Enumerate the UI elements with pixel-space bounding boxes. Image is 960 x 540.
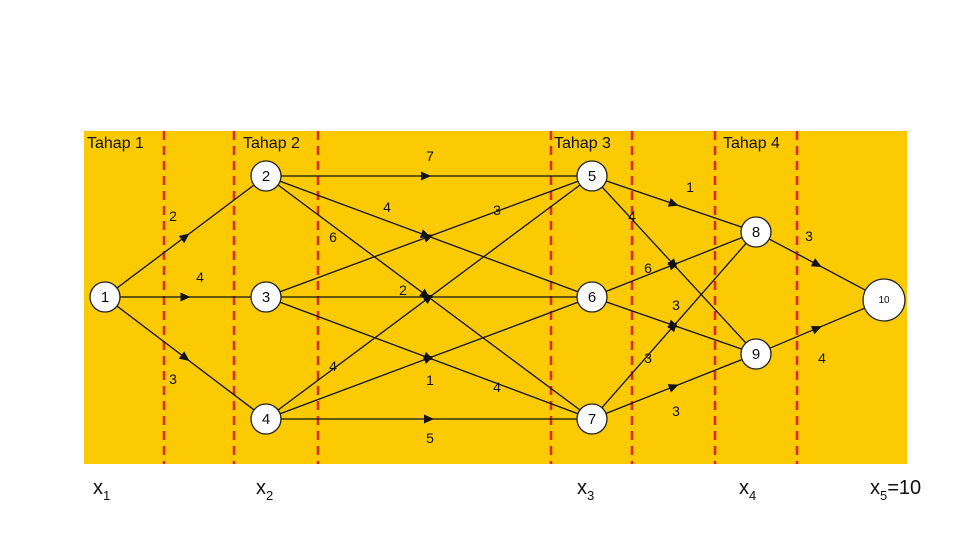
node-label: 4 xyxy=(262,411,270,428)
arrow-head xyxy=(424,414,434,424)
edge-weight-5-8: 1 xyxy=(686,179,694,195)
edge-weight-5-9: 4 xyxy=(628,208,636,224)
variable-base: x xyxy=(577,477,587,499)
edges xyxy=(116,171,866,424)
variable-subscript: 5 xyxy=(880,488,887,503)
edge-weight-1-4: 3 xyxy=(169,371,177,387)
edge-weight-7-8: 3 xyxy=(644,350,652,366)
variable-label-x1: x1 xyxy=(93,477,110,503)
node-circle xyxy=(576,403,608,435)
node-circle xyxy=(740,338,772,370)
node-2: 2 xyxy=(250,160,282,192)
edge-weight-2-6: 4 xyxy=(383,199,391,215)
edge-weight-1-3: 4 xyxy=(196,269,204,285)
node-circle xyxy=(862,278,906,322)
edge-weight-9-10: 4 xyxy=(818,350,826,366)
node-7: 7 xyxy=(576,403,608,435)
node-5: 5 xyxy=(576,160,608,192)
node-circle xyxy=(250,281,282,313)
node-6: 6 xyxy=(576,281,608,313)
arrow-head xyxy=(422,234,434,243)
arrow-head xyxy=(421,171,432,181)
edge-weight-4-7: 5 xyxy=(426,430,434,446)
node-4: 4 xyxy=(250,403,282,435)
arrow-head xyxy=(667,384,679,393)
variable-subscript: 1 xyxy=(103,488,110,503)
variable-label-x2: x2 xyxy=(256,477,273,503)
node-label: 6 xyxy=(588,289,596,306)
node-label: 10 xyxy=(878,295,890,306)
node-3: 3 xyxy=(250,281,282,313)
variable-base: x xyxy=(256,477,266,499)
stage-labels: Tahap 1 Tahap 2 Tahap 3 Tahap 4 xyxy=(87,135,780,152)
variable-subscript: 4 xyxy=(749,488,756,503)
stage-label-2: Tahap 2 xyxy=(243,135,300,152)
variable-label-x3: x3 xyxy=(577,477,594,503)
edge-weight-3-6: 2 xyxy=(399,282,407,298)
arrow-head xyxy=(178,233,190,244)
node-circle xyxy=(576,281,608,313)
node-label: 5 xyxy=(588,168,596,185)
variable-suffix: =10 xyxy=(887,477,921,499)
edge-weight-2-7: 6 xyxy=(329,229,337,245)
arrow-head xyxy=(422,355,434,364)
variable-base: x xyxy=(739,477,749,499)
arrow-head xyxy=(178,351,190,362)
node-8: 8 xyxy=(740,216,772,248)
edge-weight-3-5: 3 xyxy=(493,202,501,218)
variable-base: x xyxy=(870,477,880,499)
arrow-head xyxy=(422,294,434,305)
nodes: 1 2 3 4 5 6 7 8 9 10 xyxy=(89,160,906,435)
arrow-head xyxy=(810,258,822,267)
stage-label-4: Tahap 4 xyxy=(723,135,780,152)
edge-weights: 2 4 3 7 4 6 3 2 4 4 1 5 1 4 6 3 3 3 3 4 xyxy=(169,148,826,446)
node-circle xyxy=(576,160,608,192)
edge-weight-4-6: 1 xyxy=(426,372,434,388)
node-circle xyxy=(250,160,282,192)
variable-label-x4: x4 xyxy=(739,477,756,503)
variable-label-x5: x5=10 xyxy=(870,477,921,503)
arrow-head xyxy=(667,262,679,271)
node-label: 1 xyxy=(101,289,109,306)
node-1: 1 xyxy=(89,281,121,313)
stage-label-3: Tahap 3 xyxy=(554,135,611,152)
edge-weight-7-9: 3 xyxy=(672,403,680,419)
node-label: 9 xyxy=(752,346,760,363)
edge-weight-1-2: 2 xyxy=(169,208,177,224)
variable-base: x xyxy=(93,477,103,499)
node-label: 2 xyxy=(262,168,270,185)
stage-label-1: Tahap 1 xyxy=(87,135,144,152)
arrow-head xyxy=(180,292,191,302)
node-10: 10 xyxy=(862,278,906,322)
edge-weight-2-5: 7 xyxy=(426,148,434,164)
node-label: 3 xyxy=(262,289,270,306)
node-label: 7 xyxy=(588,411,596,428)
node-circle xyxy=(740,216,772,248)
node-label: 8 xyxy=(752,224,760,241)
edge-weight-8-10: 3 xyxy=(805,228,813,244)
node-circle xyxy=(250,403,282,435)
arrow-head xyxy=(810,325,822,335)
arrow-head xyxy=(667,321,678,333)
node-9: 9 xyxy=(740,338,772,370)
variable-subscript: 3 xyxy=(587,488,594,503)
variable-subscript: 2 xyxy=(266,488,273,503)
edge-weight-6-8: 6 xyxy=(644,260,652,276)
edge-weight-4-5: 4 xyxy=(329,358,337,374)
edge-weight-6-9: 3 xyxy=(672,297,680,313)
node-circle xyxy=(89,281,121,313)
edge-weight-3-7: 4 xyxy=(493,379,501,395)
arrow-head xyxy=(667,198,679,207)
